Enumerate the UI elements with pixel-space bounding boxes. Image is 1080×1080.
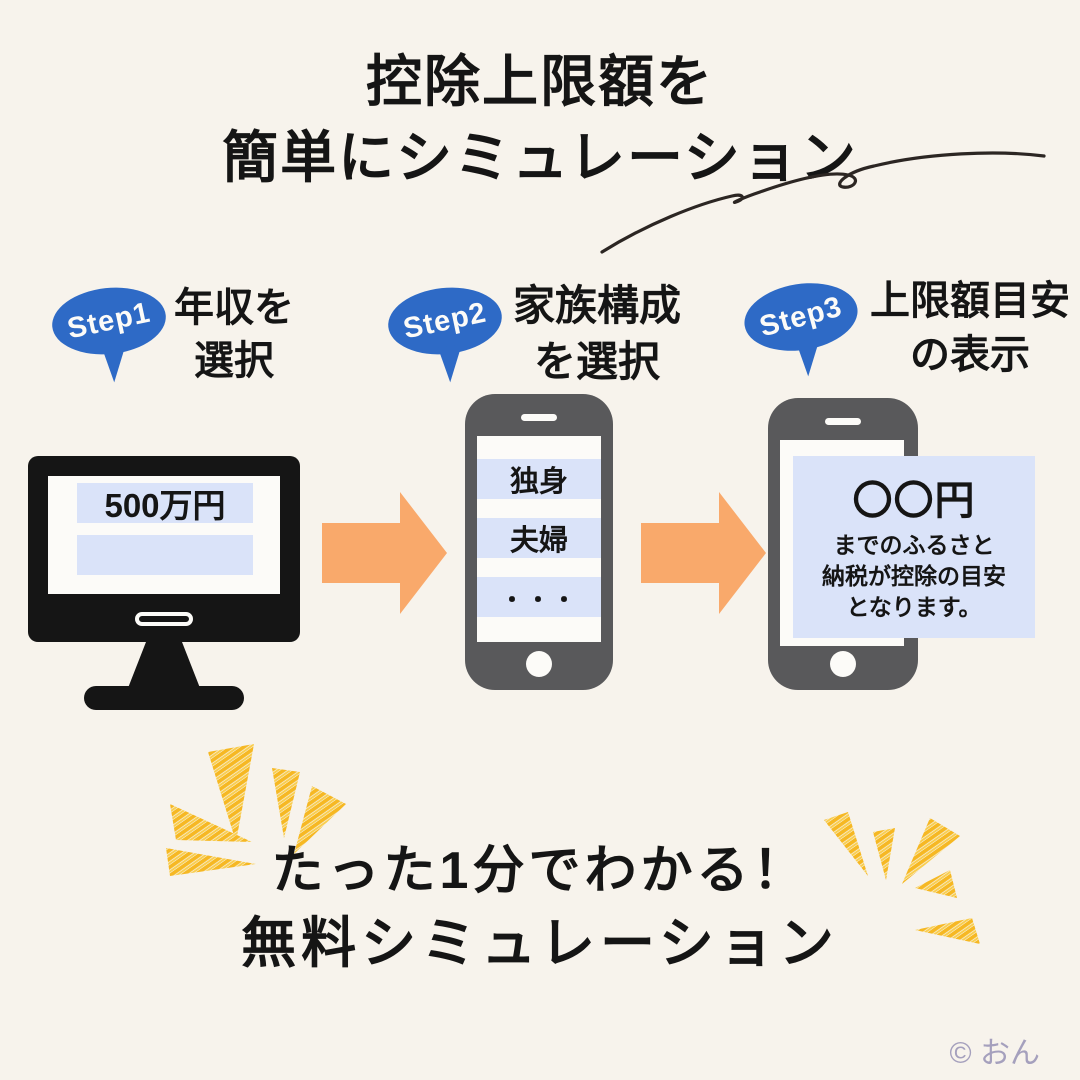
speech-bubble-tail — [795, 338, 825, 378]
footer-line-1: たった1分でわかる！ — [271, 842, 809, 900]
speech-bubble-tail — [437, 344, 467, 384]
step-1-badge-label: Step1 — [64, 296, 154, 345]
step-1-label-line-2: 選択 — [194, 339, 274, 383]
footer-catchcopy: たった1分でわかる！ 無料シミュレーション — [0, 836, 1080, 980]
income-select-field: 500万円 — [77, 483, 253, 524]
income-value: 500万円 — [104, 487, 226, 524]
speech-bubble-tail — [101, 344, 131, 384]
smartphone-family-illustration: 独身 夫婦 ・・・ — [465, 394, 613, 690]
step-2-label-line-1: 家族構成 — [512, 282, 681, 329]
monitor-logo-slot — [135, 612, 193, 626]
monitor-stand-neck — [128, 642, 200, 688]
monitor-stand-base — [84, 686, 244, 710]
desktop-monitor-illustration: 500万円 — [28, 456, 300, 714]
result-panel: 〇〇円 までのふるさと 納税が控除の目安 となります。 — [793, 456, 1035, 638]
step-2-badge-label: Step2 — [400, 296, 490, 345]
phone-home-button-icon — [830, 651, 856, 677]
squiggle-underline-icon — [600, 151, 1046, 254]
step-2-label: 家族構成 を選択 — [506, 278, 688, 390]
result-description: までのふるさと 納税が控除の目安 となります。 — [793, 530, 1035, 623]
phone-home-button-icon — [526, 651, 552, 677]
step-3-label: 上限額目安 の表示 — [860, 274, 1080, 382]
title-line-2: 簡単にシミュレーション — [222, 126, 858, 189]
title-line-1: 控除上限額を — [366, 50, 714, 113]
page-title: 控除上限額を 簡単にシミュレーション — [0, 44, 1080, 196]
step-3-label-line-1: 上限額目安 — [870, 279, 1070, 323]
starburst-decoration-icon — [824, 812, 980, 944]
arrow-right-icon — [641, 492, 766, 614]
footer-line-2: 無料シミュレーション — [241, 912, 839, 974]
phone-speaker-icon — [521, 414, 557, 421]
step-3-group: Step3 上限額目安 の表示 — [739, 274, 1080, 384]
starburst-decoration-icon — [166, 744, 346, 876]
family-option-single: 独身 — [477, 459, 601, 499]
smartphone-result-illustration: 〇〇円 までのふるさと 納税が控除の目安 となります。 — [768, 398, 1035, 690]
result-desc-line-2: 納税が控除の目安 — [822, 563, 1006, 589]
monitor-frame: 500万円 — [28, 456, 300, 642]
family-option-more: ・・・ — [477, 577, 601, 617]
step-2-label-line-2: を選択 — [533, 338, 660, 385]
step-3-label-line-2: の表示 — [910, 333, 1030, 377]
copyright-credit: © おん — [949, 1037, 1040, 1070]
step-1-group: Step1 年収を 選択 — [48, 282, 302, 392]
step-1-label: 年収を 選択 — [166, 282, 302, 388]
step-2-group: Step2 家族構成 を選択 — [384, 278, 688, 390]
step-3-badge-label: Step3 — [756, 290, 846, 343]
phone-speaker-icon — [825, 418, 861, 425]
step-1-label-line-1: 年収を — [174, 286, 294, 330]
empty-select-field — [77, 535, 253, 575]
monitor-screen: 500万円 — [48, 476, 280, 594]
result-desc-line-1: までのふるさと — [833, 532, 995, 558]
result-desc-line-3: となります。 — [846, 594, 982, 620]
family-option-couple: 夫婦 — [477, 518, 601, 558]
arrow-right-icon — [322, 492, 447, 614]
phone-screen: 独身 夫婦 ・・・ — [477, 436, 601, 642]
result-amount: 〇〇円 — [852, 479, 976, 523]
